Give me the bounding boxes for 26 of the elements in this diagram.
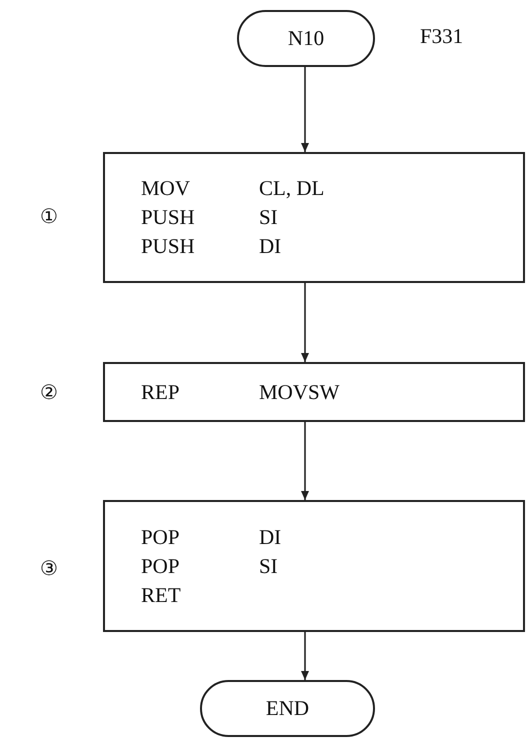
arrow <box>301 67 309 152</box>
code-text: RET <box>141 582 182 608</box>
arrow <box>301 422 309 500</box>
code-text: POP <box>141 554 181 578</box>
code-text: N10 <box>288 26 324 51</box>
code-text: DI <box>259 524 282 550</box>
code-text: END <box>266 696 310 721</box>
process-box <box>103 362 525 422</box>
arrow <box>301 283 309 362</box>
code-text: PUSH <box>141 205 196 230</box>
code-text: REP <box>141 380 181 404</box>
step-number: ② <box>40 381 58 405</box>
code-text: SI <box>259 205 279 230</box>
step-number: ③ <box>40 557 58 581</box>
code-text: CL, DL <box>259 176 324 201</box>
code-text: PUSH <box>141 234 196 259</box>
code-text: DI <box>259 234 282 259</box>
process-box <box>103 500 525 632</box>
step-number: ① <box>40 205 58 229</box>
arrow <box>301 632 309 680</box>
label-text: F331 <box>420 24 464 49</box>
code-text: SI <box>259 554 279 578</box>
code-text: MOV <box>141 176 192 201</box>
code-text: POP <box>141 524 181 550</box>
process-box <box>103 152 525 283</box>
code-text: MOVSW <box>259 380 340 404</box>
